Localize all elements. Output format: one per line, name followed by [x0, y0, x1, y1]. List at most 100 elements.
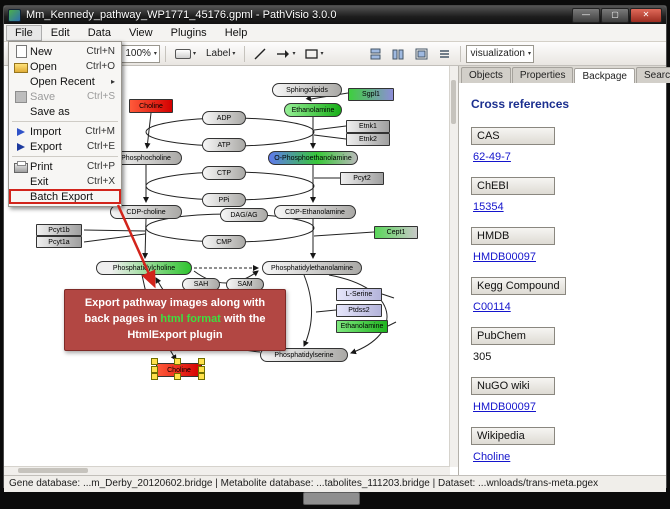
submenu-arrow-icon: ▸: [110, 77, 115, 86]
selection-handle[interactable]: [198, 358, 205, 365]
pathway-node[interactable]: Phosphocholine: [110, 151, 182, 165]
menubar-item-plugins[interactable]: Plugins: [170, 26, 207, 39]
pathway-node[interactable]: Etnk1: [346, 120, 390, 133]
crossref-link[interactable]: HMDB00097: [473, 251, 536, 263]
toolbar-separator: [164, 45, 166, 62]
arrow-tool-dropdown[interactable]: ▾: [272, 45, 299, 63]
crossref-link[interactable]: HMDB00097: [473, 401, 536, 413]
section-header: PubChem: [471, 327, 555, 345]
backpage-title: Cross references: [471, 97, 570, 111]
pathway-node[interactable]: Pcyt1a: [36, 236, 82, 248]
minimize-button[interactable]: —: [572, 7, 600, 23]
backpage-section-pubchem: PubChem 305: [471, 327, 654, 363]
tab-backpage[interactable]: Backpage: [574, 68, 635, 84]
menu-item-save-as[interactable]: Save as: [9, 104, 121, 119]
save-icon: [12, 90, 30, 103]
menu-item-shortcut: Ctrl+E: [86, 141, 115, 152]
menubar-item-data[interactable]: Data: [87, 26, 111, 39]
pathway-node[interactable]: O-Phosphoethanolamine: [268, 151, 358, 165]
statusbar: Gene database: ...m_Derby_20120602.bridg…: [4, 475, 666, 492]
menubar-item-view[interactable]: View: [128, 26, 153, 39]
pathway-node[interactable]: Choline: [129, 99, 173, 113]
menu-item-exit[interactable]: Exit Ctrl+X: [9, 174, 121, 189]
menu-item-batch-export[interactable]: Batch Export: [9, 189, 121, 204]
shape-tool-dropdown[interactable]: ▾: [301, 45, 327, 63]
selection-handle[interactable]: [174, 358, 181, 365]
menubar-item-edit[interactable]: Edit: [50, 26, 70, 39]
menu-item-import[interactable]: Import Ctrl+M: [9, 124, 121, 139]
pathway-node[interactable]: Pcyt2: [340, 172, 384, 185]
label-tool-dropdown[interactable]: Label▾: [202, 45, 239, 63]
visualization-select[interactable]: visualization ▾: [465, 44, 534, 63]
datanode-tool-dropdown[interactable]: ▾: [171, 45, 200, 63]
align-vertical-button[interactable]: [388, 45, 409, 63]
backpage-panel: Cross references CAS 62-49-7 ChEBI 15354…: [459, 83, 666, 475]
selection-handle[interactable]: [198, 366, 205, 373]
zoom-select[interactable]: 100% ▾: [120, 44, 160, 63]
pathway-node[interactable]: CMP: [202, 235, 246, 249]
common-size-button[interactable]: [411, 45, 432, 63]
pathway-node[interactable]: CTP: [202, 166, 246, 180]
crossref-link[interactable]: 62-49-7: [473, 151, 511, 163]
pathway-node[interactable]: Ethanolamine: [336, 320, 388, 333]
section-header: HMDB: [471, 227, 555, 245]
crossref-link[interactable]: C00114: [473, 301, 511, 313]
pathway-node[interactable]: Phosphatidylethanolamine: [262, 261, 362, 275]
stack-button[interactable]: [434, 45, 455, 63]
import-icon: [12, 127, 30, 136]
tab-search[interactable]: Search: [635, 67, 670, 83]
close-button[interactable]: ✕: [630, 7, 662, 23]
line-tool-button[interactable]: [250, 45, 270, 63]
export-icon: [12, 142, 30, 151]
pathway-node[interactable]: Phosphatidylcholine: [96, 261, 192, 275]
pathway-node[interactable]: Ethanolamine: [284, 103, 342, 117]
menu-item-open-recent[interactable]: Open Recent ▸: [9, 74, 121, 89]
pathway-node[interactable]: L-Serine: [336, 288, 382, 301]
menu-item-new[interactable]: New Ctrl+N: [9, 44, 121, 59]
menubar-item-help[interactable]: Help: [224, 26, 248, 39]
pathway-node[interactable]: ATP: [202, 138, 246, 152]
pathway-node[interactable]: PPi: [202, 193, 246, 207]
chevron-down-icon: ▾: [527, 51, 531, 57]
toolbar-separator: [244, 45, 246, 62]
menu-item-export[interactable]: Export Ctrl+E: [9, 139, 121, 154]
application-window: Mm_Kennedy_pathway_WP1771_45176.gpml - P…: [3, 5, 670, 492]
pathway-node[interactable]: Sphingolipids: [272, 83, 342, 97]
menubar-item-file[interactable]: File: [6, 24, 42, 41]
pathway-node[interactable]: ADP: [202, 111, 246, 125]
crossref-link[interactable]: Choline: [473, 451, 511, 463]
titlebar[interactable]: Mm_Kennedy_pathway_WP1771_45176.gpml - P…: [4, 6, 666, 24]
tab-objects[interactable]: Objects: [461, 67, 511, 83]
pathway-node[interactable]: Sgpl1: [348, 88, 394, 101]
pathway-node[interactable]: DAG/AG: [220, 208, 268, 222]
crossref-link[interactable]: 15354: [473, 201, 504, 213]
scrollbar-thumb[interactable]: [451, 80, 456, 124]
pathway-node[interactable]: Pcyt1b: [36, 224, 82, 236]
pathway-node[interactable]: CDP-Ethanolamine: [274, 205, 356, 219]
annotation-text: with the HtmlExport plugin: [127, 312, 266, 341]
selection-handle[interactable]: [174, 373, 181, 380]
menu-item-print[interactable]: Print Ctrl+P: [9, 159, 121, 174]
selection-handle[interactable]: [151, 358, 158, 365]
menu-item-open[interactable]: Open Ctrl+O: [9, 59, 121, 74]
menu-item-label: Open Recent: [30, 75, 95, 88]
pathway-node[interactable]: Ptdss2: [336, 304, 382, 317]
maximize-button[interactable]: ▢: [601, 7, 629, 23]
selection-handle[interactable]: [151, 366, 158, 373]
canvas-vertical-scrollbar[interactable]: [449, 66, 458, 467]
scrollbar-thumb[interactable]: [18, 468, 88, 473]
pathway-node[interactable]: Etnk2: [346, 133, 390, 146]
pathway-node[interactable]: Phosphatidylserine: [260, 348, 348, 362]
selection-handle[interactable]: [198, 373, 205, 380]
pathway-node[interactable]: Cept1: [374, 226, 418, 239]
section-header: CAS: [471, 127, 555, 145]
selection-handle[interactable]: [151, 373, 158, 380]
menu-item-save[interactable]: Save Ctrl+S: [9, 89, 121, 104]
canvas-horizontal-scrollbar[interactable]: [4, 466, 450, 475]
app-icon: [8, 8, 21, 22]
pathway-node[interactable]: CDP-choline: [110, 205, 182, 219]
align-horizontal-button[interactable]: [365, 45, 386, 63]
menu-item-label: Print: [30, 160, 53, 173]
tab-properties[interactable]: Properties: [511, 67, 574, 83]
